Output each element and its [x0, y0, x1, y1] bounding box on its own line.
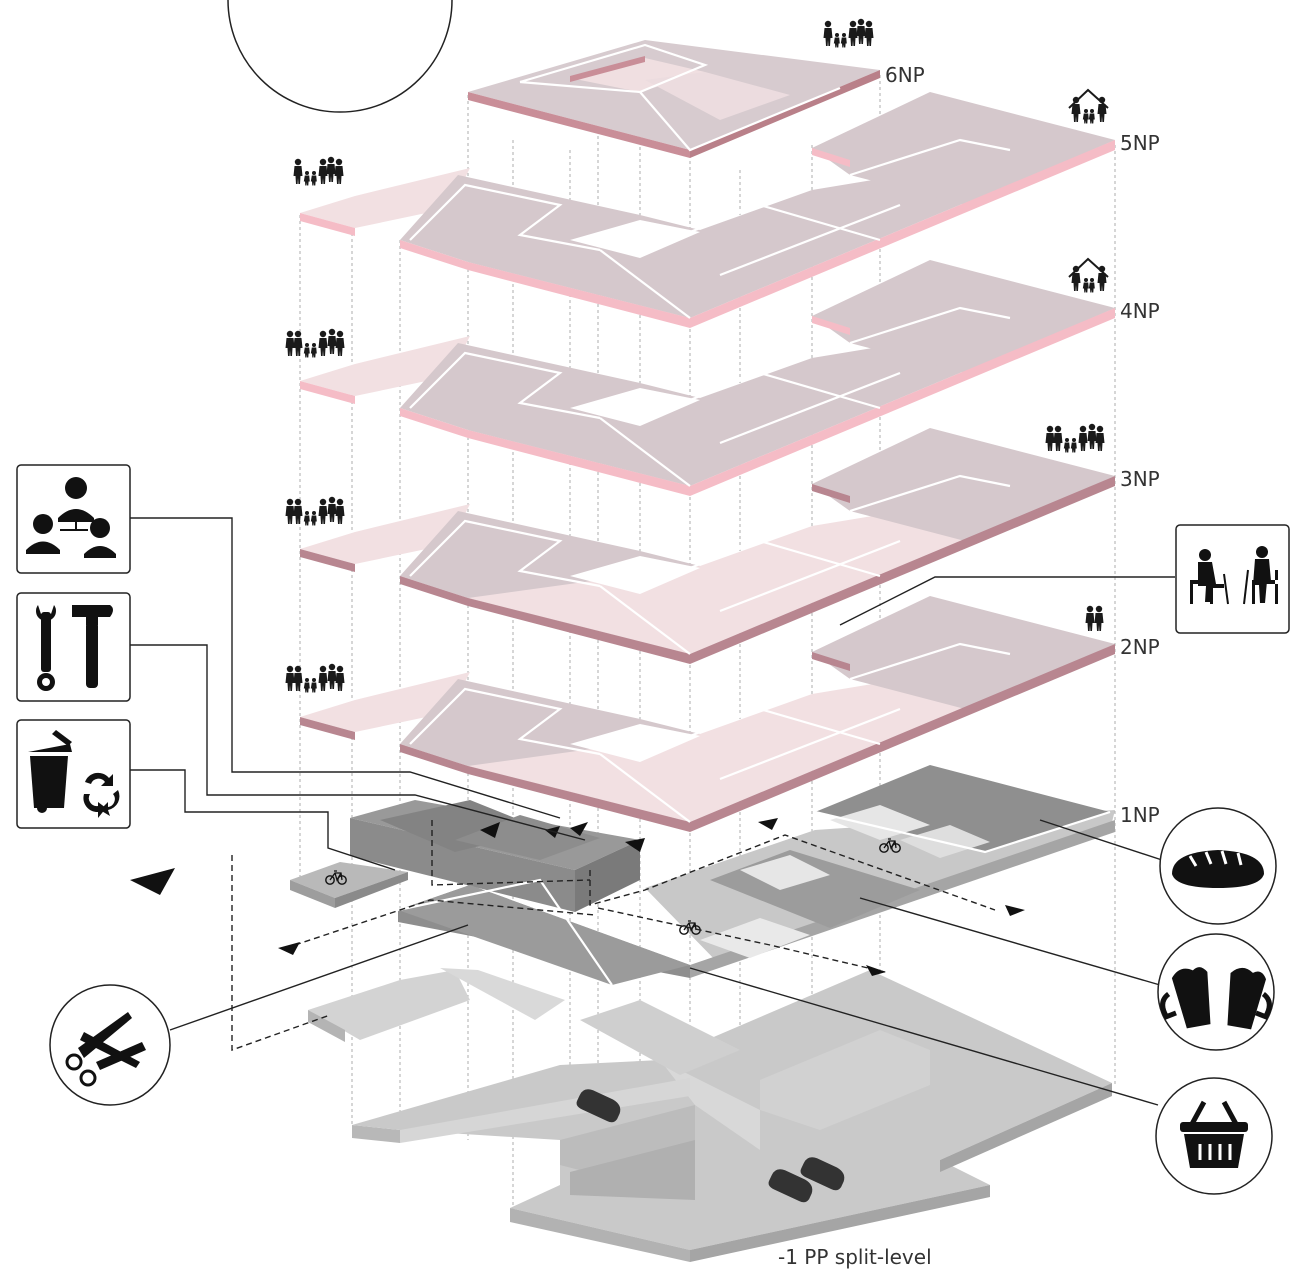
resident-icons [285, 18, 1109, 693]
waste-recycling-icon [16, 719, 131, 829]
grocery-basket-icon [1155, 1077, 1273, 1195]
slab-edge [468, 430, 690, 496]
floor-labels: 6NP 5NP 4NP 3NP 2NP 1NP -1 PP split-leve… [778, 63, 1160, 1269]
floor-slab [812, 92, 1115, 205]
pub-beer-icon [1157, 933, 1275, 1051]
senior-couple-icon [1085, 605, 1104, 631]
courtyard-void [570, 388, 700, 426]
residential-floor [300, 260, 1115, 496]
apartment-seam [719, 371, 901, 445]
floor-slab [812, 260, 1115, 373]
apartment-seam [409, 183, 601, 252]
floor-label-6np: 6NP [885, 63, 925, 87]
slab-edge [812, 148, 850, 167]
family-house-icon [1068, 88, 1109, 124]
residential-floor [300, 92, 1115, 328]
extended-family-icon [285, 663, 345, 693]
courtyard-void [570, 724, 700, 762]
extended-family-icon [285, 328, 345, 358]
slab-edge [400, 744, 468, 774]
slab-edge [300, 213, 355, 236]
floor-label-1np: 1NP [1120, 803, 1160, 827]
slab-edge [300, 549, 355, 572]
apartment-seam [409, 519, 601, 588]
residential-floor [300, 596, 1115, 832]
extended-family-icon [293, 156, 344, 186]
floor-slab [812, 428, 1115, 541]
apartment-seam [849, 474, 1011, 513]
senior-club-icon [1175, 524, 1290, 634]
floor-slab [812, 596, 1115, 709]
slab-edge [812, 484, 850, 503]
cropped-circle [227, 0, 453, 113]
extended-family-icon [823, 18, 874, 48]
floor-label-pp1: -1 PP split-level [778, 1245, 932, 1269]
bakery-bread-icon [1159, 807, 1277, 925]
family-house-icon [1068, 257, 1109, 293]
floor-wing [300, 672, 470, 732]
slab-edge [690, 308, 1115, 496]
extended-family-icon [285, 496, 345, 526]
apartment-seam [599, 417, 691, 487]
slab-edge [300, 717, 355, 740]
slab-edge [812, 316, 850, 335]
extended-family-icon [1045, 423, 1105, 453]
apartment-seam [719, 707, 901, 781]
floor-label-5np: 5NP [1120, 131, 1160, 155]
circulation-arrows [130, 818, 1025, 1051]
leader-lines [130, 517, 1175, 1106]
apartment-seam [849, 138, 1011, 177]
workshop-tools-icon [16, 592, 131, 702]
slab-edge [400, 408, 468, 438]
slab-edge [400, 576, 468, 606]
slab-edge [690, 476, 1115, 664]
courtyard-void [570, 220, 700, 258]
apartment-seam [409, 687, 601, 756]
apartment-seam [849, 306, 1011, 345]
courtyard-void [570, 556, 700, 594]
slab-edge [468, 766, 690, 832]
apartment-seam [849, 642, 1011, 681]
community-meeting-icon [16, 464, 131, 574]
apartment-seam [409, 351, 601, 420]
slab-edge [812, 652, 850, 671]
slab-edge [400, 240, 468, 270]
floor-label-2np: 2NP [1120, 635, 1160, 659]
apartment-seam [599, 249, 691, 319]
apartment-seam [599, 753, 691, 823]
apartment-seam [599, 585, 691, 655]
floor-wing [300, 336, 470, 396]
slab-edge [690, 140, 1115, 328]
floor-label-4np: 4NP [1120, 299, 1160, 323]
residential-floor [300, 428, 1115, 664]
slab-edge [300, 381, 355, 404]
residential-floors [300, 92, 1115, 832]
floor-wing [300, 168, 470, 228]
slab-edge [690, 644, 1115, 832]
apartment-seam [719, 203, 901, 277]
floor-wing [300, 504, 470, 564]
slab-edge [468, 598, 690, 664]
hairdresser-icon [49, 984, 171, 1106]
floor-6np [468, 40, 880, 158]
floor-label-3np: 3NP [1120, 467, 1160, 491]
parking-level [308, 968, 1112, 1262]
slab-edge [468, 262, 690, 328]
apartment-seam [719, 539, 901, 613]
